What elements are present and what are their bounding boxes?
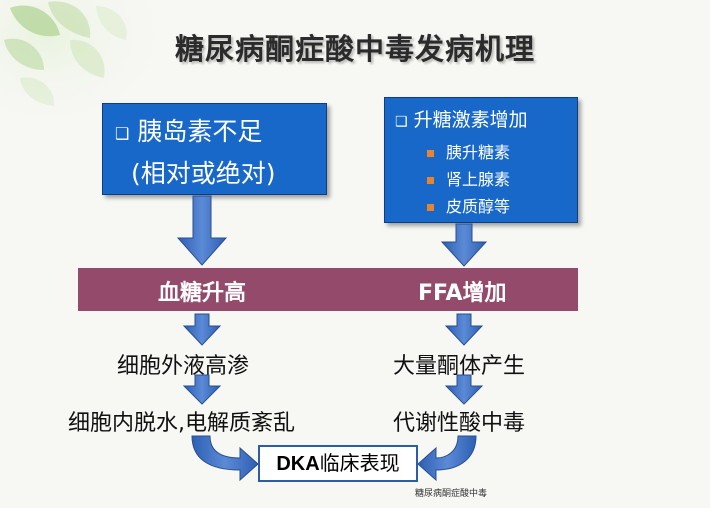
hormone-item-label: 肾上腺素 — [446, 170, 511, 189]
box-bullet-icon: ❑ — [115, 123, 130, 143]
page-title: 糖尿病酮症酸中毒发病机理 — [174, 32, 535, 66]
counter-regulatory-hormones-box: ❑ 升糖激素增加 胰升糖素 肾上腺素 皮质醇等 — [384, 97, 578, 223]
down-arrow-icon — [176, 195, 228, 266]
hormone-item: 肾上腺素 — [427, 166, 510, 190]
hormone-item: 皮质醇等 — [427, 193, 510, 217]
curved-arrow-icon — [191, 435, 259, 482]
hormone-item-label: 皮质醇等 — [446, 197, 511, 216]
hormone-item-label: 胰升糖素 — [446, 143, 511, 162]
square-bullet-icon — [427, 204, 434, 211]
square-bullet-icon — [427, 177, 434, 184]
dehydration-step: 细胞内脱水,电解质紊乱 — [68, 411, 295, 436]
leaf-decoration — [0, 0, 160, 120]
footer-caption: 糖尿病酮症酸中毒 — [415, 489, 488, 499]
result-band: 血糖升高 FFA增加 — [78, 268, 578, 311]
ffa-increase-label: FFA增加 — [418, 281, 507, 306]
insulin-deficiency-qualifier: (相对或绝对) — [131, 159, 276, 188]
square-bullet-icon — [427, 150, 434, 157]
hyperglycemia-label: 血糖升高 — [158, 281, 247, 306]
box-bullet-icon: ❑ — [395, 114, 408, 130]
hormones-heading: ❑ 升糖激素增加 — [395, 105, 528, 132]
down-arrow-icon — [444, 313, 484, 346]
ketone-production-step: 大量酮体产生 — [393, 354, 526, 379]
insulin-deficiency-line1: ❑ 胰岛素不足 — [115, 112, 262, 148]
curved-arrow-icon — [417, 435, 477, 482]
metabolic-acidosis-step: 代谢性酸中毒 — [393, 411, 526, 436]
dka-clinical-manifestation-box: DKA临床表现 — [258, 445, 418, 482]
down-arrow-icon — [440, 223, 488, 267]
hyperosmolality-step: 细胞外液高渗 — [117, 354, 250, 379]
down-arrow-icon — [182, 313, 222, 346]
insulin-deficiency-box: ❑ 胰岛素不足 (相对或绝对) — [102, 103, 327, 195]
dka-suffix: 临床表现 — [319, 451, 400, 475]
dka-prefix: DKA — [276, 453, 320, 475]
insulin-deficiency-label: 胰岛素不足 — [137, 117, 263, 146]
hormone-item: 胰升糖素 — [427, 139, 510, 163]
hormones-heading-label: 升糖激素增加 — [413, 109, 528, 131]
